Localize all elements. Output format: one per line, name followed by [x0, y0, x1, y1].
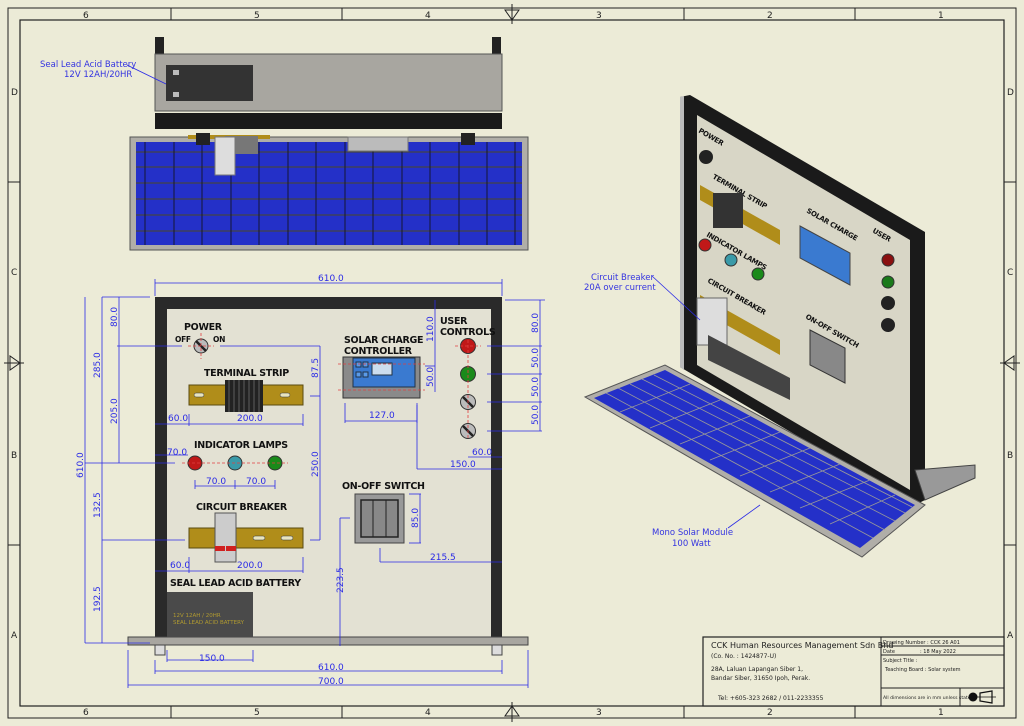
company-name: CCK Human Resources Management Sdn Bhd: [711, 641, 893, 650]
svg-text:50.0: 50.0: [531, 405, 541, 425]
circuit-breaker: [214, 512, 237, 563]
svg-text:6: 6: [83, 11, 89, 21]
svg-text:132.5: 132.5: [93, 492, 103, 518]
svg-text:50.0: 50.0: [531, 348, 541, 368]
svg-text:70.0: 70.0: [246, 477, 266, 487]
battery-spec-note: 12V 12AH/20HR: [64, 70, 132, 80]
solar-module-note: Mono Solar Module: [652, 528, 733, 538]
label-power: POWER: [184, 322, 223, 333]
solar-module-rating-note: 100 Watt: [672, 539, 711, 549]
svg-text:3: 3: [596, 11, 602, 21]
label-terminal-strip: TERMINAL STRIP: [204, 368, 289, 379]
svg-text:70.0: 70.0: [206, 477, 226, 487]
battery-print: SEAL LEAD ACID BATTERY: [173, 620, 245, 626]
svg-text:3: 3: [596, 708, 602, 718]
drawing-number: Drawing Number : CCK 26 A01: [883, 640, 960, 646]
svg-text:A: A: [11, 631, 18, 641]
svg-text:200.0: 200.0: [237, 561, 263, 571]
label-solar-charge: SOLAR CHARGE: [344, 335, 423, 346]
projection-symbol-icon: [968, 690, 996, 704]
svg-text:D: D: [1007, 88, 1014, 98]
green-push-button-icon: [460, 366, 476, 382]
dimension-values: 610.0 80.0 205.0 285.0 610.0 132.5 192.5…: [76, 274, 541, 687]
svg-text:60.0: 60.0: [170, 561, 190, 571]
board-panel: [167, 309, 491, 640]
front-view: POWER OFF ON TERMINAL STRIP SOLAR CHARGE…: [76, 274, 545, 688]
address-line-2: Bandar Siber, 31650 Ipoh, Perak.: [711, 675, 810, 682]
svg-text:70.0: 70.0: [167, 448, 187, 458]
svg-text:50.0: 50.0: [531, 377, 541, 397]
svg-text:C: C: [1007, 268, 1013, 278]
svg-text:B: B: [11, 451, 17, 461]
label-battery: SEAL LEAD ACID BATTERY: [170, 578, 301, 589]
svg-text:200.0: 200.0: [237, 414, 263, 424]
svg-text:87.5: 87.5: [311, 358, 321, 378]
svg-text:610.0: 610.0: [318, 663, 344, 673]
svg-text:223.5: 223.5: [336, 567, 346, 593]
top-view: Seal Lead Acid Battery 12V 12AH/20HR: [40, 37, 529, 251]
base-plate: [127, 636, 529, 646]
label-controls: CONTROLS: [440, 327, 496, 338]
circuit-breaker-rating-note: 20A over current: [584, 283, 656, 293]
iso-power-switch-icon: [699, 150, 713, 164]
telephone: Tel: +605-323 2682 / 011-2233355: [717, 695, 824, 702]
svg-text:B: B: [1007, 451, 1013, 461]
svg-text:110.0: 110.0: [426, 316, 436, 342]
isometric-view: POWER TERMINAL STRIP INDICATOR LAMPS SOL…: [583, 95, 976, 558]
svg-text:A: A: [1007, 631, 1014, 641]
zone-ticks: [4, 4, 1020, 722]
iso-board-panel: [697, 115, 910, 490]
label-on: ON: [213, 335, 225, 344]
svg-text:250.0: 250.0: [311, 451, 321, 477]
svg-text:285.0: 285.0: [93, 352, 103, 378]
circuit-breaker-note: Circuit Breaker: [591, 273, 654, 283]
date-value: : 18 May 2022: [920, 649, 956, 655]
svg-text:6: 6: [83, 708, 89, 718]
svg-text:150.0: 150.0: [199, 654, 225, 664]
svg-text:4: 4: [425, 11, 431, 21]
svg-text:D: D: [11, 88, 18, 98]
date-label: Date: [883, 649, 895, 655]
svg-text:80.0: 80.0: [110, 307, 120, 327]
subject-value: Teaching Board : Solar system: [884, 667, 961, 673]
svg-text:2: 2: [767, 11, 773, 21]
label-circuit-breaker: CIRCUIT BREAKER: [196, 502, 288, 513]
label-off: OFF: [175, 335, 191, 344]
svg-text:700.0: 700.0: [318, 677, 344, 687]
svg-text:50.0: 50.0: [426, 367, 436, 387]
svg-text:5: 5: [254, 708, 260, 718]
address-line-1: 28A, Laluan Lapangan Siber 1,: [711, 666, 803, 673]
battery-note: Seal Lead Acid Battery: [40, 60, 136, 70]
svg-text:1: 1: [938, 11, 944, 21]
label-indicator-lamps: INDICATOR LAMPS: [194, 440, 288, 451]
svg-text:1: 1: [938, 708, 944, 718]
label-on-off-switch: ON-OFF SWITCH: [342, 481, 425, 492]
label-controller: CONTROLLER: [344, 346, 413, 357]
svg-text:127.0: 127.0: [369, 411, 395, 421]
company-number: (Co. No. : 1424877-U): [711, 653, 776, 660]
svg-text:150.0: 150.0: [450, 460, 476, 470]
svg-text:2: 2: [767, 708, 773, 718]
svg-text:85.0: 85.0: [411, 508, 421, 528]
subject-label: Subject Title :: [883, 658, 918, 664]
svg-text:60.0: 60.0: [168, 414, 188, 424]
title-block: CCK Human Resources Management Sdn Bhd (…: [702, 636, 1005, 707]
svg-text:192.5: 192.5: [93, 586, 103, 612]
battery: [167, 592, 253, 637]
zone-labels: 6 5 4 3 2 1 6 5 4 3 2 1 D C B A D C B A: [11, 11, 1014, 718]
dimensions-note: All dimensions are in mm unless stated: [883, 695, 974, 701]
svg-text:610.0: 610.0: [318, 274, 344, 284]
svg-text:5: 5: [254, 11, 260, 21]
svg-text:205.0: 205.0: [110, 398, 120, 424]
dimension-lines: [84, 279, 545, 688]
battery-top: [166, 65, 253, 101]
svg-text:C: C: [11, 268, 17, 278]
svg-text:215.5: 215.5: [430, 553, 456, 563]
svg-text:610.0: 610.0: [76, 452, 86, 478]
battery-print: 12V 12AH / 20HR: [173, 613, 221, 619]
svg-text:4: 4: [425, 708, 431, 718]
label-user: USER: [440, 316, 468, 327]
svg-text:80.0: 80.0: [531, 313, 541, 333]
svg-text:60.0: 60.0: [472, 448, 492, 458]
